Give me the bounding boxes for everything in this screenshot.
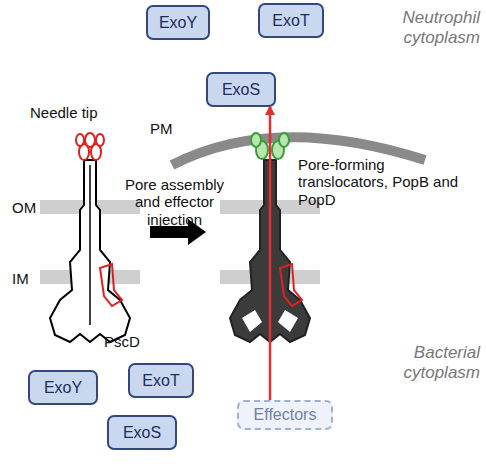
effector-name: ExoT — [142, 372, 179, 390]
part-label: Needle tip — [30, 104, 120, 121]
effector-name: ExoY — [44, 379, 82, 397]
secretion-apparatus — [50, 160, 130, 342]
effector-box: ExoY — [28, 370, 98, 405]
effector-name: ExoS — [222, 81, 260, 99]
effector-name: ExoY — [159, 14, 197, 32]
effector-ghost-box: Effectors — [237, 400, 333, 430]
pscd-outline — [280, 264, 302, 306]
effector-box: ExoY — [146, 5, 210, 40]
needle-channel — [89, 165, 91, 325]
effector-box: ExoS — [206, 72, 276, 107]
membrane-label: OM — [12, 199, 40, 216]
membrane-label: IM — [12, 270, 40, 287]
pscd-outline — [100, 264, 122, 306]
effector-box: ExoT — [128, 363, 194, 398]
effector-box: ExoT — [258, 3, 324, 38]
needle-tip — [76, 133, 104, 160]
process-label: Pore assembly and effector injection — [112, 176, 237, 228]
region-label: Bacterial cytoplasm — [380, 343, 480, 382]
injection-arrow — [269, 107, 272, 400]
effector-name: ExoT — [272, 12, 309, 30]
region-label: Neutrophil cytoplasm — [380, 8, 480, 47]
membrane-label: PM — [150, 120, 180, 137]
part-label: PscD — [104, 333, 154, 350]
effector-name: Effectors — [254, 406, 317, 424]
effector-box: ExoS — [107, 415, 177, 450]
part-label: Pore-forming translocators, PopB and Pop… — [298, 156, 468, 208]
effector-name: ExoS — [123, 424, 161, 442]
